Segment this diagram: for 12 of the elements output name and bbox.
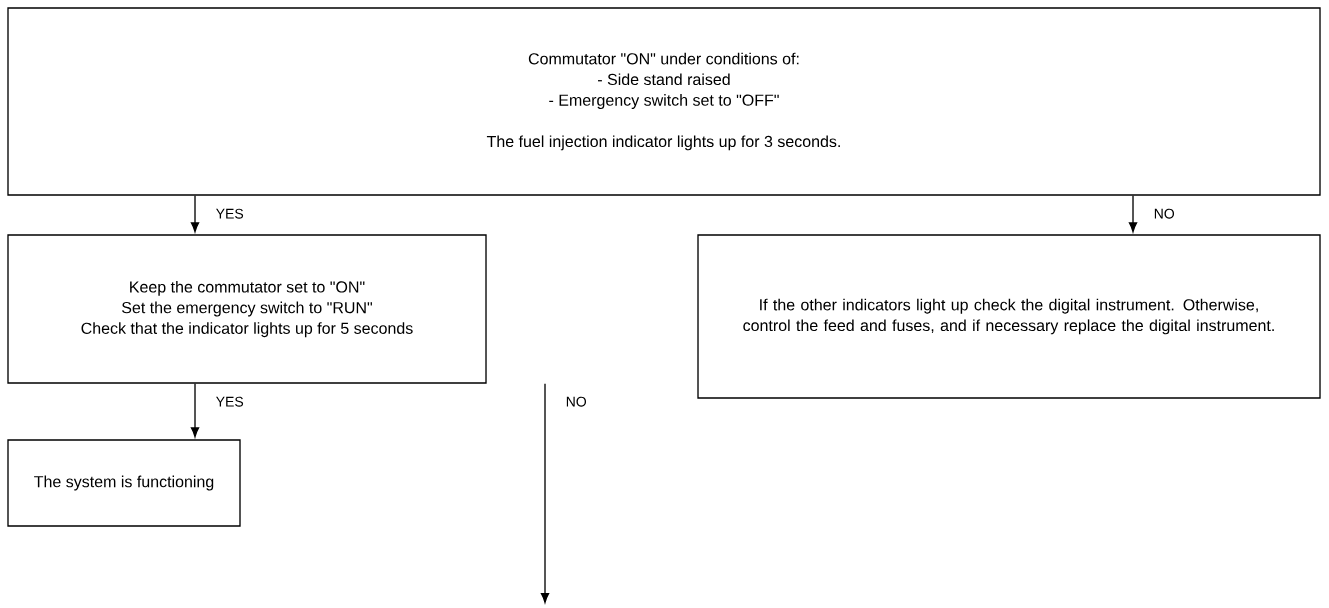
arrow — [540, 383, 550, 603]
arrow — [190, 383, 200, 438]
edge-label: YES — [216, 208, 244, 219]
edge-label: NO — [566, 396, 587, 407]
process-box: Commutator "ON" under conditions of: - Side stand raised - Emergency switch set to "OFF" The fuel injection indicator lights up for 3 seconds. — [7, 7, 1321, 196]
process-box: If the other indicators light up check the digital instrument. Otherwise, control the feed and fuses, and if necessary replace the digital instrument. — [697, 234, 1321, 399]
arrow — [190, 195, 200, 233]
process-box: The system is functioning — [7, 439, 241, 527]
edge-label: NO — [1154, 208, 1175, 219]
edge-label: YES — [216, 396, 244, 407]
arrow — [1128, 195, 1138, 233]
process-box: Keep the commutator set to "ON" Set the emergency switch to "RUN" Check that the indicator lights up for 5 seconds — [7, 234, 487, 384]
